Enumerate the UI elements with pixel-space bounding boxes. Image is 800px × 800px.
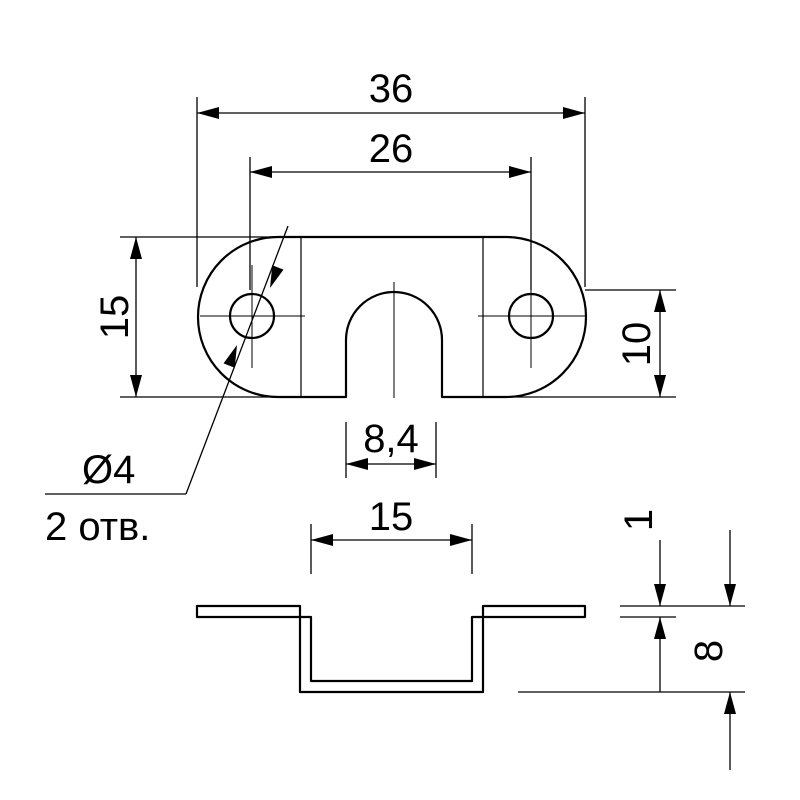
hole-leader: Ø4 2 отв.: [45, 225, 289, 549]
dim-hole-spacing-label: 26: [369, 127, 414, 171]
dim-hole-spacing: 26: [249, 127, 532, 290]
dim-slot-width: 8,4: [345, 417, 437, 478]
dim-thickness-label: 1: [617, 509, 661, 531]
dim-height-total-label: 15: [93, 295, 137, 340]
profile-outline: [195, 604, 587, 694]
dim-depth-label: 8: [687, 640, 731, 662]
dim-channel-width: 15: [310, 495, 473, 574]
hole-diameter-label: Ø4: [82, 448, 135, 492]
bracket-outline: [196, 235, 588, 399]
dim-channel-width-label: 15: [369, 495, 414, 539]
dim-height-right: 10: [506, 289, 676, 398]
dim-depth: 8: [518, 530, 745, 770]
dim-overall-length: 36: [196, 67, 586, 287]
dim-overall-length-label: 36: [369, 67, 414, 111]
dim-slot-width-label: 8,4: [363, 417, 419, 461]
side-view: [195, 604, 587, 694]
dim-height-right-label: 10: [615, 322, 659, 367]
dim-thickness: 1: [617, 509, 676, 692]
dim-height-total: 15: [93, 236, 346, 398]
hole-count-label: 2 отв.: [45, 505, 150, 549]
top-view: [196, 235, 588, 399]
